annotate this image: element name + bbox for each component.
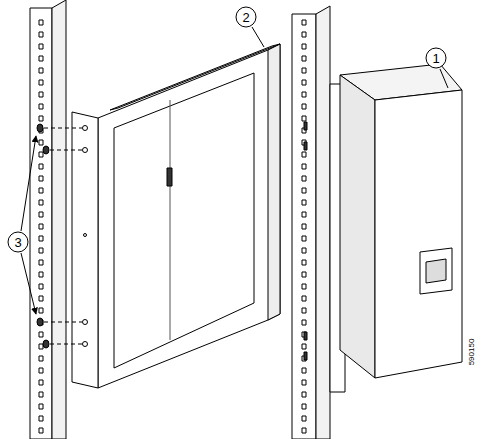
frame-opening xyxy=(114,73,254,368)
rail-hole xyxy=(302,92,306,97)
rail-hole xyxy=(302,80,306,85)
rail-hole xyxy=(39,404,43,409)
rail-hole xyxy=(302,260,306,265)
rail-hole xyxy=(302,248,306,253)
rail-hole xyxy=(39,200,43,205)
leader-arrow xyxy=(21,253,36,314)
rail-hole xyxy=(39,248,43,253)
rail-hole xyxy=(302,200,306,205)
rail-hole xyxy=(39,44,43,49)
rail-hole xyxy=(302,236,306,241)
rail-hole xyxy=(39,140,43,145)
rack-rail xyxy=(292,14,316,439)
frame-slot xyxy=(167,168,172,186)
rail-hole xyxy=(302,224,306,229)
rail-hole xyxy=(39,392,43,397)
rail-hole xyxy=(39,236,43,241)
rail-hole xyxy=(302,344,306,349)
rail-hole xyxy=(302,392,306,397)
rail-hole xyxy=(39,20,43,25)
callout-number: 2 xyxy=(242,11,249,24)
rail-hole xyxy=(39,296,43,301)
rail-hole xyxy=(302,320,306,325)
rail-hole xyxy=(302,176,306,181)
rack-rail-side xyxy=(316,6,330,439)
rail-hole xyxy=(39,332,43,337)
chassis-frame xyxy=(98,44,280,388)
rail-hole xyxy=(302,152,306,157)
rail-hole xyxy=(39,32,43,37)
rail-hole xyxy=(302,296,306,301)
cable-window xyxy=(420,248,452,294)
rail-hole xyxy=(302,368,306,373)
rail-hole xyxy=(302,32,306,37)
rail-hole xyxy=(39,152,43,157)
rail-hole xyxy=(39,308,43,313)
screws xyxy=(37,124,82,348)
chassis-front xyxy=(375,90,462,378)
callout-circle xyxy=(426,48,446,68)
rail-hole xyxy=(302,416,306,421)
rail-hole xyxy=(39,368,43,373)
rail-hole xyxy=(39,56,43,61)
frame-side xyxy=(268,44,280,320)
rail-hole xyxy=(39,356,43,361)
rail-hole xyxy=(39,284,43,289)
rail-hole xyxy=(39,212,43,217)
rail-hole xyxy=(302,104,306,109)
rail-hole xyxy=(302,308,306,313)
rail-hole xyxy=(302,272,306,277)
figure-id: 590150 xyxy=(468,339,476,366)
rail-hole xyxy=(39,104,43,109)
rail-hole xyxy=(302,68,306,73)
mounting-flange xyxy=(72,112,98,388)
rail-hole xyxy=(302,20,306,25)
callout-number: 3 xyxy=(14,236,21,249)
callout-number: 1 xyxy=(432,52,439,65)
leader-line xyxy=(440,69,448,88)
leader-line xyxy=(252,27,264,47)
rail-hole xyxy=(39,416,43,421)
rail-hole xyxy=(39,380,43,385)
rail-hole xyxy=(39,68,43,73)
rail-hole xyxy=(302,56,306,61)
chassis-side xyxy=(340,75,375,378)
cable-window-inner xyxy=(426,259,446,283)
rail-hole xyxy=(302,284,306,289)
rail-hole xyxy=(39,92,43,97)
rail-hole xyxy=(302,188,306,193)
rail-hole xyxy=(302,212,306,217)
frame-seam xyxy=(170,100,171,340)
rail-hole xyxy=(39,164,43,169)
rail-hole xyxy=(302,164,306,169)
rail-hole xyxy=(39,188,43,193)
rail-hole xyxy=(39,80,43,85)
rack-rail xyxy=(30,8,52,439)
rail-hole xyxy=(302,116,306,121)
callout-circle xyxy=(236,7,256,27)
rail-hole xyxy=(39,176,43,181)
rail-hole xyxy=(302,44,306,49)
rail-hole xyxy=(302,428,306,433)
rail-hole xyxy=(39,260,43,265)
rail-hole xyxy=(39,272,43,277)
rack-rail-side xyxy=(52,0,66,439)
leader-arrow xyxy=(21,136,36,231)
rail-hole xyxy=(39,344,43,349)
rail-hole xyxy=(39,428,43,433)
callout-circle xyxy=(8,232,28,252)
rail-hole xyxy=(39,224,43,229)
rail-hole xyxy=(302,380,306,385)
rail-hole xyxy=(302,404,306,409)
rail-hole xyxy=(39,116,43,121)
